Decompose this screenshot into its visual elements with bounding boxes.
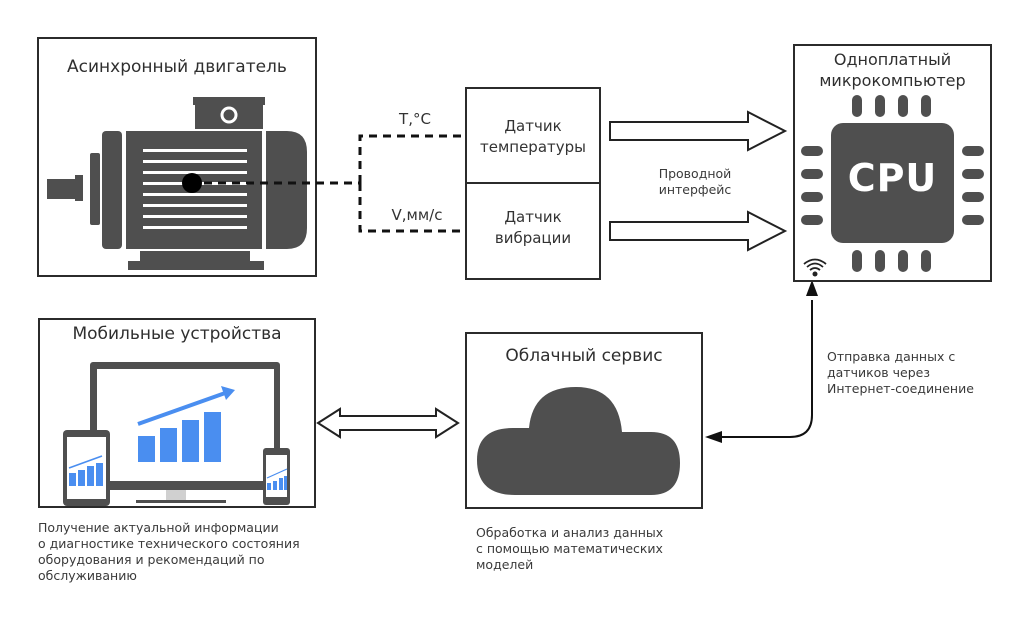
signal-vibration-label: V,мм/с (391, 206, 443, 224)
cloud-caption: Обработка и анализ данных с помощью мате… (476, 525, 664, 572)
internet-link-line (712, 300, 813, 438)
sensor-point (182, 173, 202, 193)
motor-title: Асинхронный двигатель (67, 57, 287, 77)
internet-link-caption: Отправка данных с датчиков через Интерне… (827, 349, 974, 396)
sensor-vibration-line2: вибрации (494, 229, 572, 247)
sensor-temperature-line1: Датчик (504, 117, 562, 135)
arrow-up-to-cpu (806, 280, 818, 296)
cloud-title: Облачный сервис (505, 346, 663, 366)
computer-title-line1: Одноплатный (833, 50, 952, 69)
cpu-label: CPU (847, 156, 938, 200)
mobile-box: Мобильные устройства (38, 318, 316, 508)
sensor-temperature: Датчик температуры (467, 89, 599, 184)
dashed-line-temperature (358, 134, 465, 183)
wired-interface-label: Проводной интерфейс (658, 166, 732, 197)
dashed-line-vibration (358, 183, 465, 233)
wifi-icon (803, 258, 827, 277)
arrow-temperature-to-cpu (609, 110, 788, 152)
computer-title-line2: микрокомпьютер (819, 71, 966, 90)
sensor-temperature-line2: температуры (479, 138, 586, 156)
mobile-caption: Получение актуальной информации о диагно… (38, 520, 300, 583)
computer-box: Одноплатный микрокомпьютер CPU (793, 44, 992, 282)
mobile-title: Мобильные устройства (72, 324, 282, 344)
cloud-box: Облачный сервис (465, 332, 703, 509)
cloud-icon (477, 387, 680, 495)
sensor-vibration: Датчик вибрации (467, 184, 599, 278)
sensor-vibration-line1: Датчик (504, 208, 562, 226)
arrow-left-to-cloud (705, 431, 722, 443)
signal-temperature-label: T,°C (399, 110, 431, 128)
cpu-chip-icon (801, 95, 984, 272)
arrow-mobile-cloud (316, 407, 460, 439)
sensors-box: Датчик температуры Датчик вибрации (465, 87, 601, 280)
devices-chart-icon (63, 362, 290, 506)
arrow-vibration-to-cpu (609, 210, 788, 252)
